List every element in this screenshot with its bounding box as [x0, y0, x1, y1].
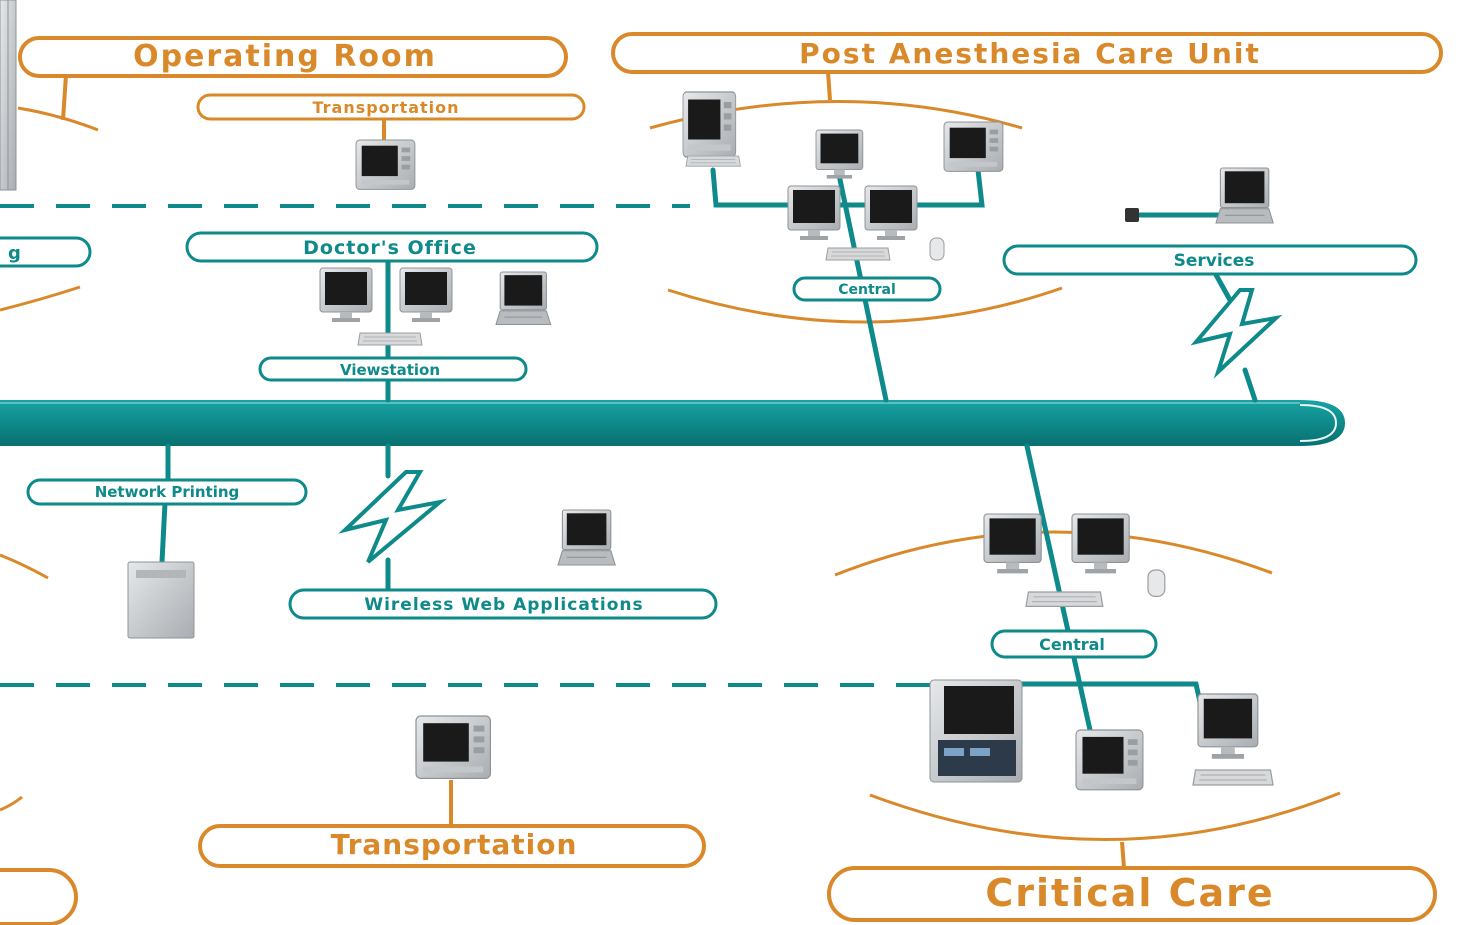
central-pacu-label: Central [838, 282, 896, 298]
critical-care-label: Critical Care [985, 871, 1274, 915]
partial-left-pill [0, 236, 92, 268]
doctors-office-pill [185, 231, 599, 263]
keyboard-icon [685, 155, 741, 167]
arc-left-bottom [0, 795, 23, 812]
arc-left-lower [0, 553, 49, 580]
transportation-top-pill [196, 93, 586, 121]
keyboard-icon [1192, 769, 1274, 786]
wireless-web-label: Wireless Web Applications [364, 595, 643, 615]
monitor-icon [983, 513, 1042, 574]
monitor-icon [787, 185, 841, 241]
laptop-icon [495, 271, 552, 326]
critical-care-pill [827, 866, 1437, 922]
lightning-bolt-icon [1190, 288, 1283, 379]
patient-monitor-icon [355, 139, 416, 190]
operating-room-label: Operating Room [133, 39, 437, 74]
arc-critical-top [834, 530, 1273, 577]
mouse-icon [929, 237, 945, 261]
mouse-icon [1147, 569, 1166, 598]
wireless-web-pill [288, 588, 718, 620]
keyboard-icon [1025, 591, 1104, 608]
transportation-bottom-label: Transportation [331, 828, 578, 861]
viewstation-pill [258, 356, 528, 382]
partial-bottom-left-pill [0, 868, 78, 925]
patient-monitor-icon [415, 715, 491, 780]
network-printing-pill [26, 478, 308, 506]
monitor-icon [815, 129, 864, 180]
operating-room-pill [18, 36, 568, 78]
central-pacu-pill [792, 276, 942, 302]
monitor-icon [864, 185, 918, 241]
monitor-icon [1197, 693, 1259, 760]
monitor-icon [1071, 513, 1130, 574]
monitor-icon [319, 267, 373, 323]
wireless-adapter-icon [1125, 208, 1139, 222]
printer-icon [127, 561, 195, 639]
services-pill [1002, 244, 1418, 276]
central-critical-pill [990, 629, 1158, 659]
services-label: Services [1174, 251, 1255, 271]
keyboard-icon [357, 332, 423, 346]
devices [127, 91, 1274, 791]
pacu-pill [611, 32, 1443, 74]
partial-left-label: g [8, 243, 21, 264]
patient-monitor-icon [682, 91, 737, 158]
labels: Operating Room Transportation Post Anest… [0, 32, 1443, 925]
monitor-icon [399, 267, 453, 323]
arc-or [17, 106, 99, 132]
transportation-bottom-pill [198, 824, 706, 868]
viewstation-label: Viewstation [340, 361, 440, 379]
patient-monitor-icon [943, 121, 1004, 172]
patient-monitor-icon [929, 679, 1023, 783]
lightning-bolt-icon [338, 470, 448, 564]
pacu-label: Post Anesthesia Care Unit [799, 37, 1261, 70]
transportation-top-label: Transportation [312, 98, 459, 117]
doctors-office-label: Doctor's Office [303, 237, 477, 259]
arc-critical-bottom [869, 791, 1341, 841]
keyboard-icon [825, 247, 891, 261]
network-backbone [0, 400, 1345, 446]
laptop-icon [1215, 167, 1274, 224]
central-critical-label: Central [1039, 635, 1105, 654]
network-printing-label: Network Printing [95, 483, 240, 501]
orange-connectors [61, 71, 1126, 869]
dashed-links [0, 204, 1000, 687]
patient-monitor-icon [1075, 729, 1144, 791]
arc-left-mid [0, 285, 81, 312]
left-edge-stand [0, 0, 17, 191]
laptop-icon [557, 509, 616, 566]
